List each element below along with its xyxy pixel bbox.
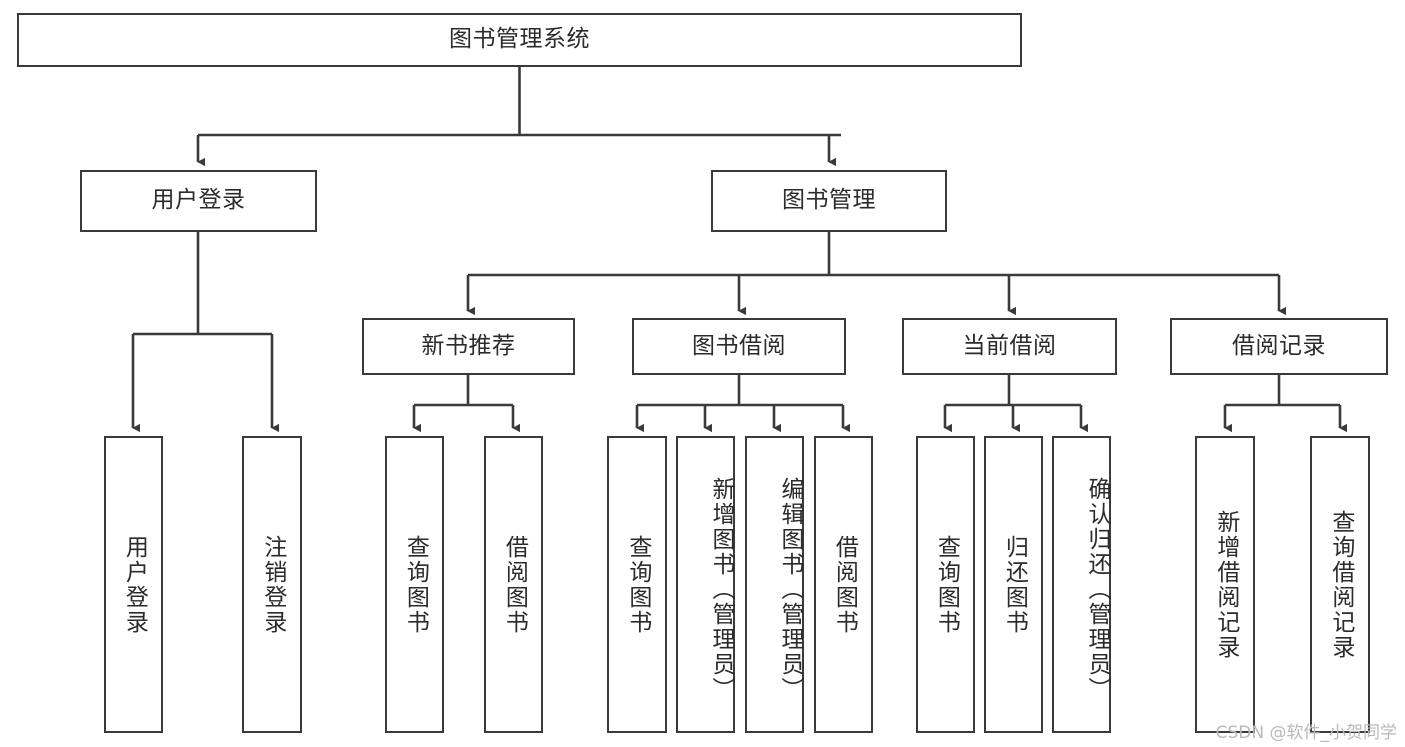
node-label: 新书推荐 <box>421 332 516 359</box>
node-label: 图书管理系统 <box>449 26 590 53</box>
node-label: 当前借阅 <box>962 332 1057 359</box>
node-label: 用户登录 <box>121 534 148 635</box>
node-label: 确认归还（管理员） <box>1084 476 1110 702</box>
leaf-return-book[interactable]: 归还图书 <box>984 436 1043 733</box>
node-current-borrow[interactable]: 当前借阅 <box>902 318 1117 375</box>
node-label: 归还图书 <box>1001 534 1028 635</box>
leaf-user-login[interactable]: 用户登录 <box>104 436 163 733</box>
node-label: 用户登录 <box>151 187 246 214</box>
node-book-borrow[interactable]: 图书借阅 <box>632 318 846 375</box>
csdn-watermark: CSDN @软件_小贺同学 <box>1215 723 1397 743</box>
leaf-query-book-current[interactable]: 查询图书 <box>916 436 975 733</box>
leaf-logout-login[interactable]: 注销登录 <box>242 436 302 733</box>
node-label: 借阅图书 <box>831 534 858 635</box>
node-root-book-management-system[interactable]: 图书管理系统 <box>17 13 1022 67</box>
leaf-borrow-book-recommend[interactable]: 借阅图书 <box>484 436 543 733</box>
node-label: 查询图书 <box>402 534 429 635</box>
node-label: 图书借阅 <box>692 332 786 359</box>
node-new-book-recommend[interactable]: 新书推荐 <box>362 318 575 375</box>
node-book-management[interactable]: 图书管理 <box>711 170 947 232</box>
node-label: 借阅图书 <box>501 534 528 635</box>
node-borrow-record[interactable]: 借阅记录 <box>1170 318 1388 375</box>
node-user-login[interactable]: 用户登录 <box>80 170 317 232</box>
node-label: 查询借阅记录 <box>1327 509 1354 660</box>
node-label: 编辑图书（管理员） <box>777 476 803 702</box>
leaf-add-borrow-record[interactable]: 新增借阅记录 <box>1195 436 1255 733</box>
node-label: 借阅记录 <box>1232 332 1326 359</box>
node-label: 注销登录 <box>259 534 286 635</box>
node-label: 查询图书 <box>624 534 651 635</box>
node-label: 新增图书（管理员） <box>708 476 734 702</box>
leaf-borrow-book-borrow[interactable]: 借阅图书 <box>814 436 873 733</box>
leaf-query-book-recommend[interactable]: 查询图书 <box>385 436 444 733</box>
leaf-confirm-return-admin[interactable]: 确认归还（管理员） <box>1052 436 1111 733</box>
leaf-query-borrow-record[interactable]: 查询借阅记录 <box>1310 436 1370 733</box>
node-label: 图书管理 <box>782 187 876 214</box>
node-label: 新增借阅记录 <box>1212 509 1239 660</box>
node-label: 查询图书 <box>933 534 960 635</box>
leaf-query-book-borrow[interactable]: 查询图书 <box>607 436 667 733</box>
leaf-add-book-admin[interactable]: 新增图书（管理员） <box>676 436 735 733</box>
leaf-edit-book-admin[interactable]: 编辑图书（管理员） <box>745 436 804 733</box>
